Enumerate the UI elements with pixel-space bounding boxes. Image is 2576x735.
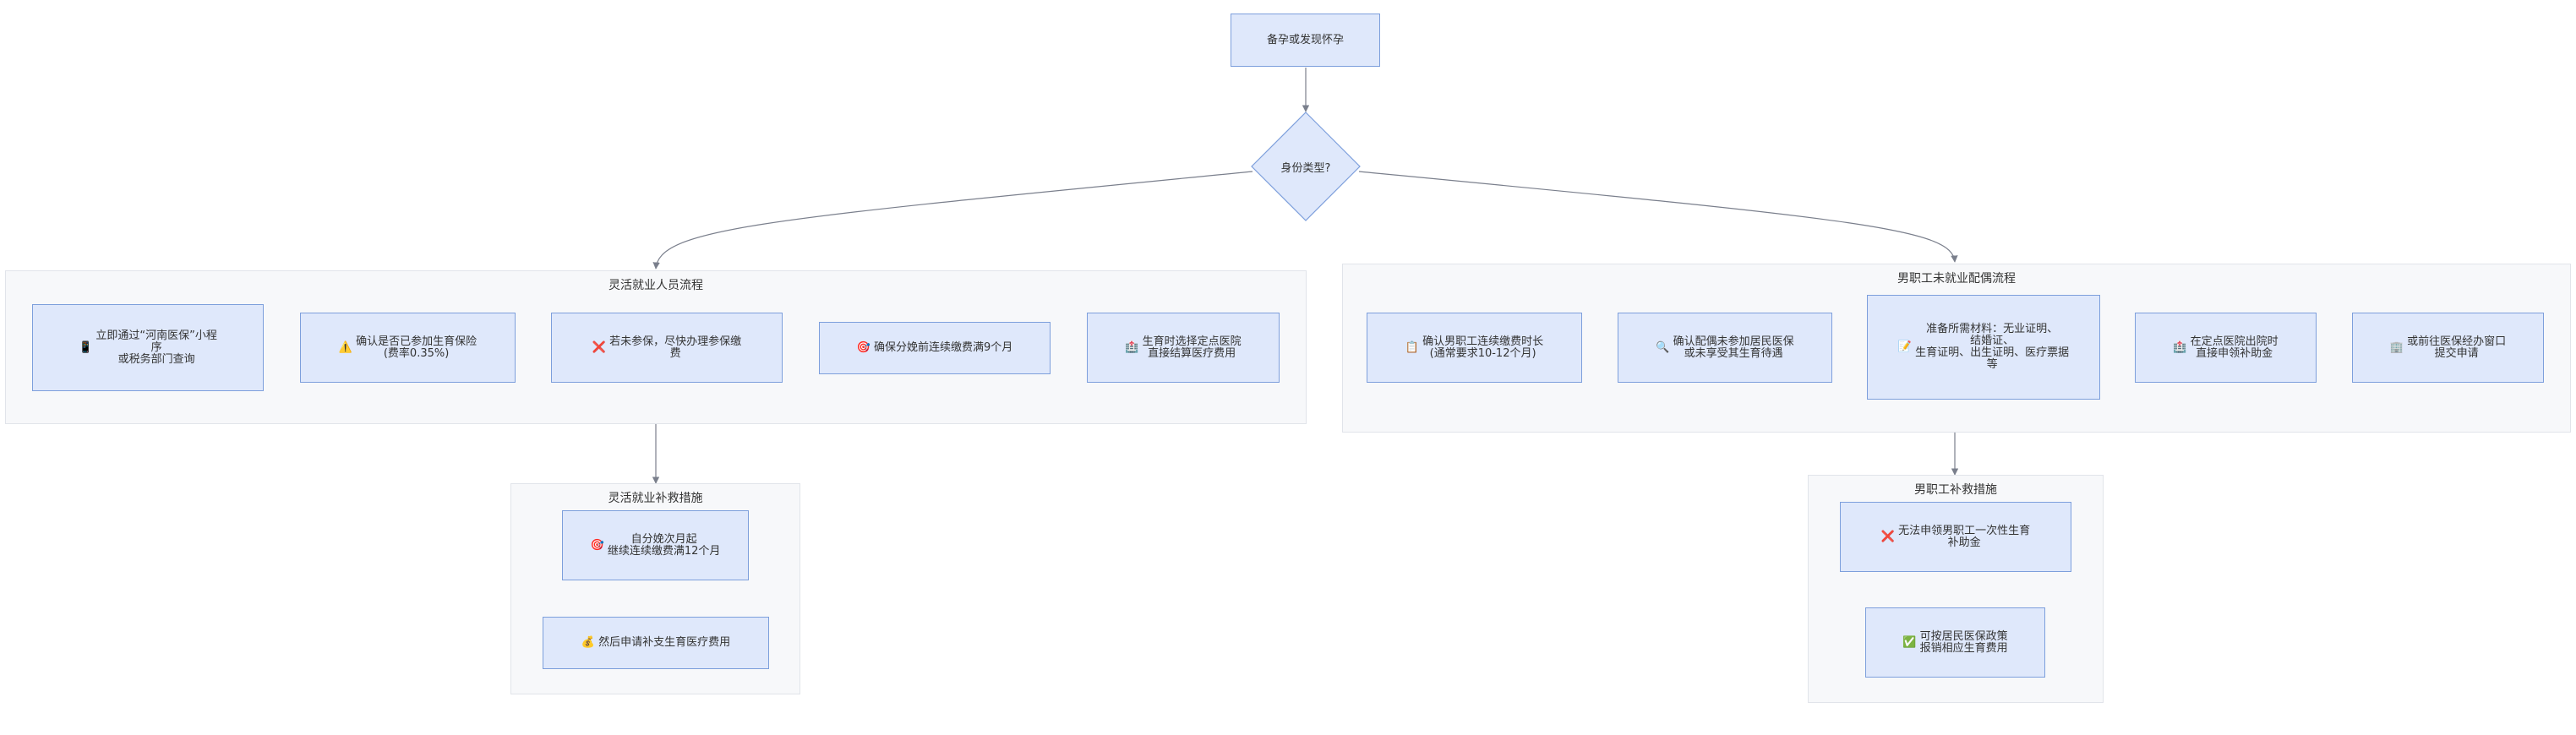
flex-remedy-apply-reimburse: 💰然后申请补支生育医疗费用 [543,617,769,669]
flex-step-label: 确保分娩前连续缴费满9个月 [873,341,1013,354]
cross-icon: ❌ [592,340,607,354]
memo-icon: 📝 [1897,340,1913,353]
spouse-step-label: 在定点医院出院时 直接申领补助金 [2190,335,2279,360]
warning-icon: ⚠️ [338,340,353,354]
spouse-remedy-resident-policy: ✅可按居民医保政策 报销相应生育费用 [1865,607,2045,678]
spouse-step-label: 或前往医保经办窗口 提交申请 [2407,335,2507,360]
spouse-cluster-title: 男职工未就业配偶流程 [1897,272,2016,286]
hospital-icon: 🏥 [1125,340,1139,354]
target-icon: 🎯 [590,538,604,552]
flex-remedy-label: 自分娩次月起 继续连续缴费满12个月 [607,532,721,558]
money-bag-icon: 💰 [581,636,596,649]
flex-step-label: 生育时选择定点医院 直接结算医疗费用 [1142,335,1242,360]
flex-step-label: 若未参保，尽快办理参保缴 费 [609,335,742,360]
spouse-step-label: 确认男职工连续缴费时长 (通常要求10-12个月) [1422,335,1544,360]
decision-label: 身份类型? [1280,161,1331,175]
spouse-remedy-cluster-title: 男职工补救措施 [1914,483,1997,497]
flex-step-label: 立即通过“河南医保”小程 序 或税务部门查询 [96,329,217,366]
spouse-remedy-label: 无法申领男职工一次性生育 补助金 [1898,524,2031,549]
cross-icon: ❌ [1880,530,1896,543]
spouse-remedy-label: 可按居民医保政策 报销相应生育费用 [1919,629,2008,655]
edge-decision-to-spouse [1358,171,1958,263]
decision-diamond: 身份类型? [1251,112,1361,221]
clipboard-icon: 📋 [1405,340,1420,354]
phone-icon: 📱 [79,340,93,354]
start-node: 备孕或发现怀孕 [1231,14,1380,67]
spouse-remedy-no-subsidy: ❌无法申领男职工一次性生育 补助金 [1840,502,2071,572]
flex-remedy-label: 然后申请补支生育医疗费用 [598,636,731,649]
target-icon: 🎯 [856,341,870,354]
flex-step-query: 📱立即通过“河南医保”小程 序 或税务部门查询 [32,304,264,391]
magnifier-icon: 🔍 [1656,340,1670,354]
spouse-step-confirm-duration: 📋确认男职工连续缴费时长 (通常要求10-12个月) [1367,313,1582,383]
flex-step-label: 确认是否已参加生育保险 (费率0.35%) [356,335,478,360]
diamond-shape [1251,112,1361,221]
flex-step-confirm-insurance: ⚠️确认是否已参加生育保险 (费率0.35%) [300,313,516,383]
check-icon: ✅ [1902,635,1917,649]
spouse-step-window-apply: 🏢或前往医保经办窗口 提交申请 [2352,313,2544,383]
spouse-step-materials: 📝准备所需材料：无业证明、 结婚证、 生育证明、出生证明、医疗票据 等 [1867,295,2100,400]
spouse-step-hospital-claim: 🏥在定点医院出院时 直接申领补助金 [2135,313,2317,383]
edge-decision-to-flex [652,171,1253,270]
spouse-step-confirm-spouse: 🔍确认配偶未参加居民医保 或未享受其生育待遇 [1618,313,1832,383]
spouse-step-label: 确认配偶未参加居民医保 或未享受其生育待遇 [1673,335,1794,360]
start-label: 备孕或发现怀孕 [1266,33,1344,46]
flex-cluster-title: 灵活就业人员流程 [609,279,703,292]
spouse-step-label: 准备所需材料：无业证明、 结婚证、 生育证明、出生证明、医疗票据 等 [1915,323,2070,371]
flex-step-hospital: 🏥生育时选择定点医院 直接结算医疗费用 [1087,313,1280,383]
flex-step-ensure-9-months: 🎯确保分娩前连续缴费满9个月 [819,322,1051,374]
office-icon: 🏢 [2389,340,2404,354]
flex-remedy-continue-pay: 🎯自分娩次月起 继续连续缴费满12个月 [562,510,749,580]
flex-step-enroll: ❌若未参保，尽快办理参保缴 费 [551,313,783,383]
hospital-icon: 🏥 [2173,340,2187,354]
flex-remedy-cluster-title: 灵活就业补救措施 [608,492,703,505]
